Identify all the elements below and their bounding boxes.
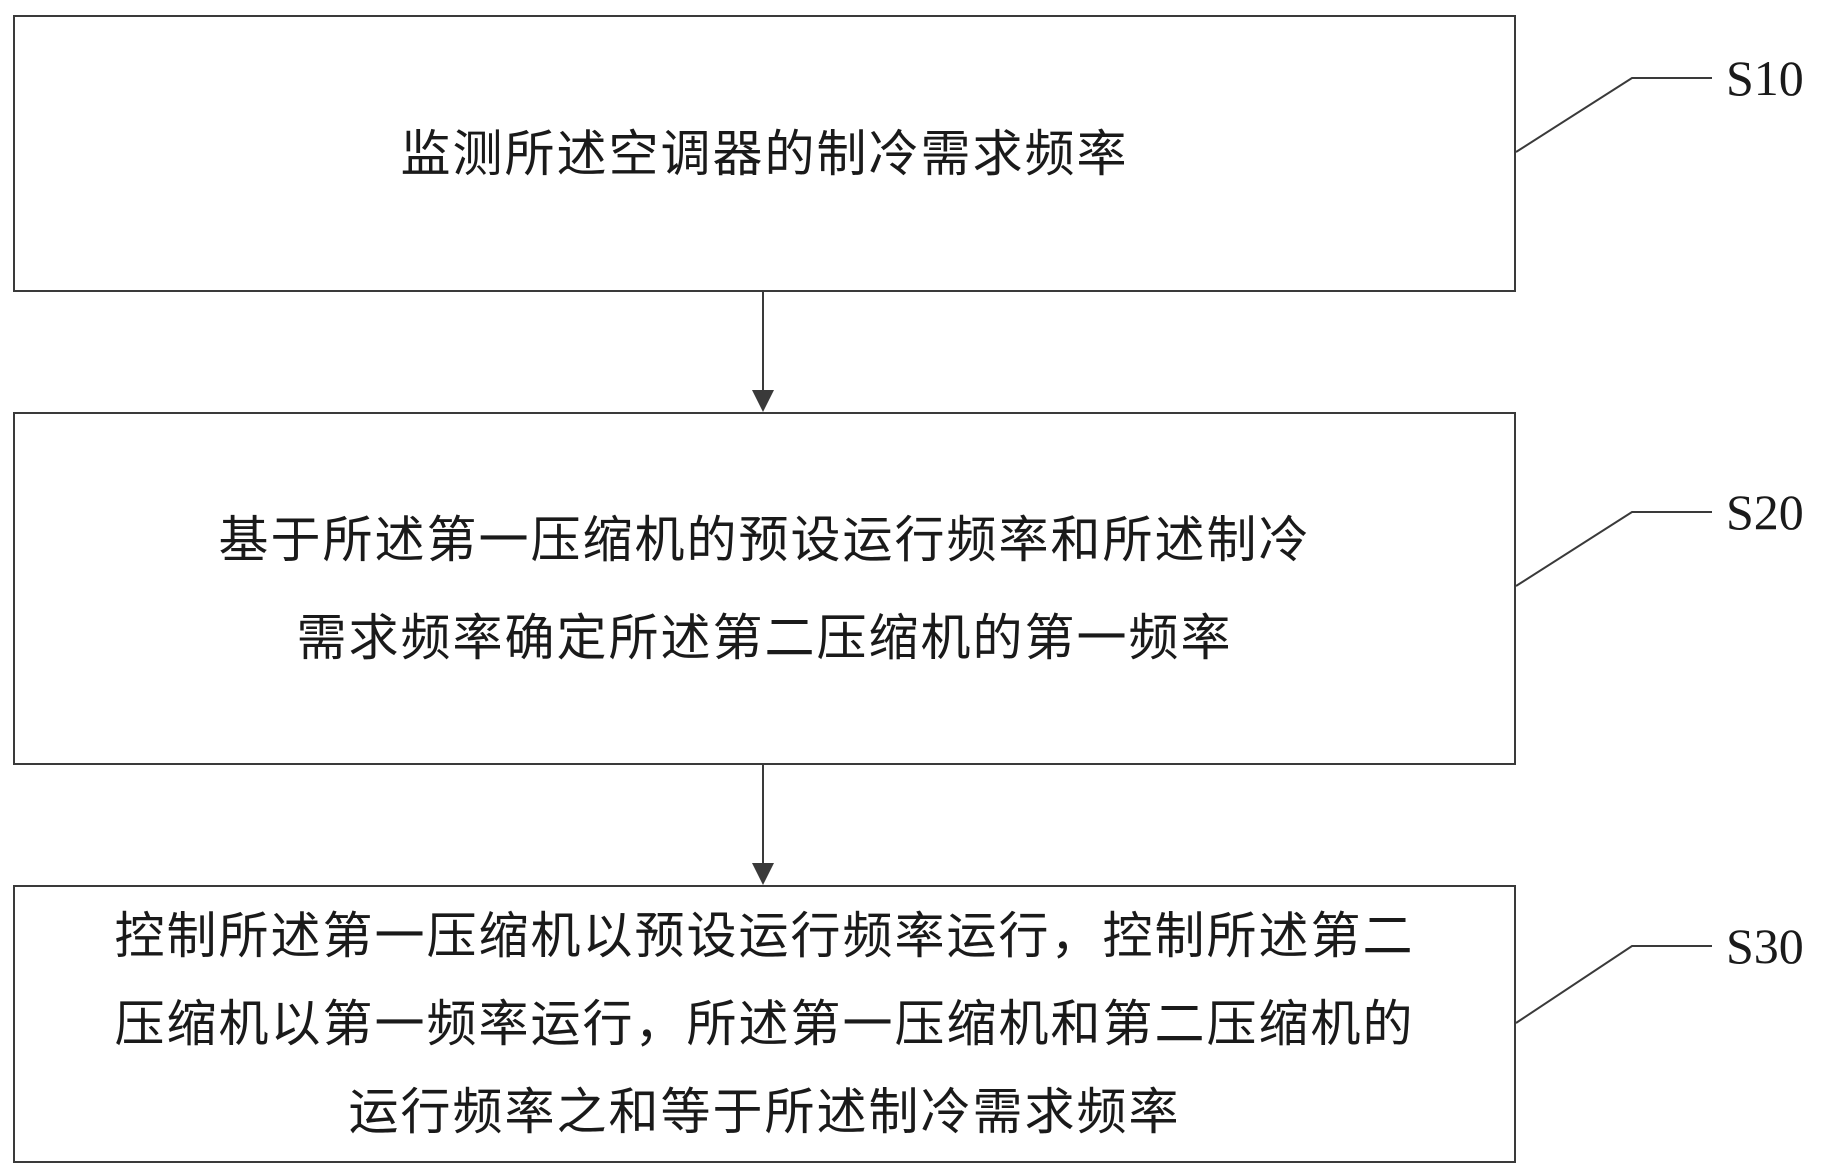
step-s30-text: 控制所述第一压缩机以预设运行频率运行，控制所述第二 压缩机以第一频率运行，所述第… <box>115 892 1415 1156</box>
step-label-s30: S30 <box>1726 918 1804 974</box>
step-label-s20: S20 <box>1726 484 1804 540</box>
step-s20-line-1: 基于所述第一压缩机的预设运行频率和所述制冷 <box>218 510 1311 569</box>
step-s10-text: 监测所述空调器的制冷需求频率 <box>401 105 1129 203</box>
step-box-s20: 基于所述第一压缩机的预设运行频率和所述制冷 需求频率确定所述第二压缩机的第一频率 <box>13 412 1516 765</box>
step-s30-line-3: 运行频率之和等于所述制冷需求频率 <box>348 1083 1181 1141</box>
step-s10-line-1: 监测所述空调器的制冷需求频率 <box>400 124 1129 183</box>
step-label-s10: S10 <box>1726 50 1804 106</box>
step-box-s30: 控制所述第一压缩机以预设运行频率运行，控制所述第二 压缩机以第一频率运行，所述第… <box>13 885 1516 1163</box>
step-box-s10: 监测所述空调器的制冷需求频率 <box>13 15 1516 292</box>
step-s20-text: 基于所述第一压缩机的预设运行频率和所述制冷 需求频率确定所述第二压缩机的第一频率 <box>219 491 1311 687</box>
step-s20-line-2: 需求频率确定所述第二压缩机的第一频率 <box>296 608 1233 667</box>
leader-line-s30 <box>1515 945 1712 1024</box>
step-s30-line-1: 控制所述第一压缩机以预设运行频率运行，控制所述第二 <box>114 907 1415 965</box>
leader-line-s10 <box>1515 77 1712 153</box>
step-s30-line-2: 压缩机以第一频率运行，所述第一压缩机和第二压缩机的 <box>114 995 1415 1053</box>
leader-line-s20 <box>1515 511 1712 587</box>
flow-arrow-s20-s30-head <box>752 863 774 885</box>
flow-arrow-s10-s20-head <box>752 390 774 412</box>
